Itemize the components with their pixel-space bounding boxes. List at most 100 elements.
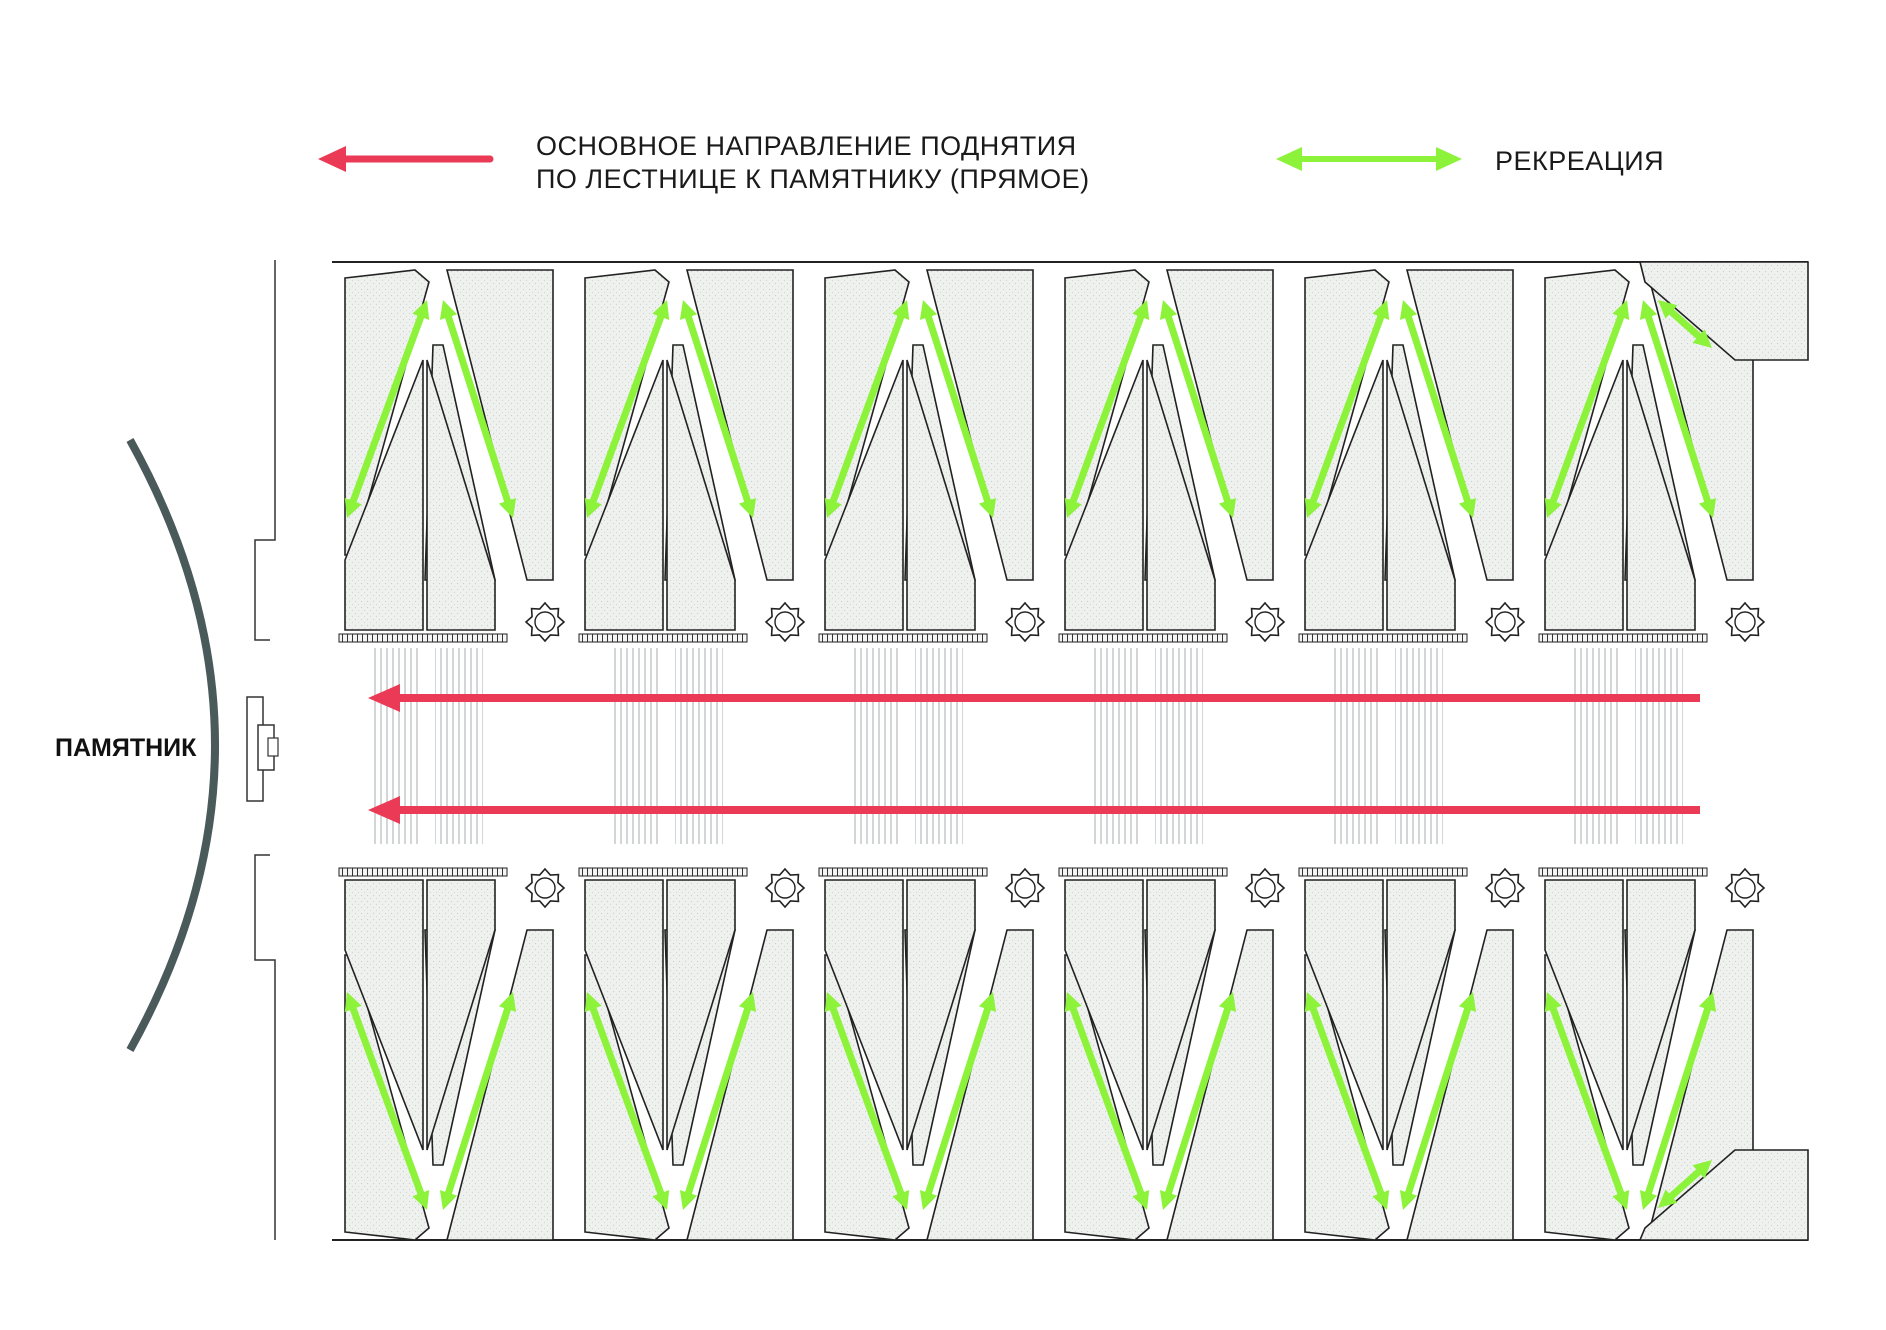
recreation-arrow-head xyxy=(652,1190,670,1210)
recreation-arrow-upper-right xyxy=(679,300,757,518)
legend-main-direction-line2: ПО ЛЕСТНИЦЕ К ПАМЯТНИКУ (ПРЯМОЕ) xyxy=(536,164,1090,194)
lower-lower-block-right xyxy=(1626,879,1696,1151)
recreation-arrow-head xyxy=(1639,300,1658,320)
recreation-arrow-upper-left xyxy=(1304,300,1390,518)
recreation-arrow-shaft xyxy=(1402,309,1474,509)
main-direction-arrow-lower xyxy=(368,796,1700,824)
upper-lower-block-right xyxy=(1626,359,1696,631)
upper-lower-block-right xyxy=(666,359,736,631)
lower-lower-block xyxy=(1064,879,1144,1151)
upper-tread-strip xyxy=(1538,633,1708,643)
recreation-arrow-head xyxy=(1658,1189,1678,1208)
recreation-arrow-lower-left xyxy=(1064,992,1150,1210)
recreation-arrow-head xyxy=(584,992,602,1012)
recreation-arrow-head xyxy=(978,992,997,1012)
column-lower xyxy=(524,867,566,909)
upper-tread-strip xyxy=(818,633,988,643)
column-upper xyxy=(764,601,806,643)
recreation-arrow-head xyxy=(498,992,517,1012)
lower-tread-strip xyxy=(1058,867,1228,877)
recreation-arrow-head xyxy=(1132,1190,1150,1210)
monument: ПАМЯТНИК xyxy=(55,260,279,1240)
recreation-arrow-shaft xyxy=(1162,309,1234,509)
recreation-arrow-lower-right xyxy=(1639,992,1717,1210)
recreation-arrow-head xyxy=(1612,1190,1630,1210)
recreation-arrow-head xyxy=(1064,498,1082,518)
stairs-right xyxy=(915,648,963,844)
column-core xyxy=(1734,877,1756,899)
recreation-arrow-shaft xyxy=(442,1001,514,1201)
recreation-arrow-head xyxy=(1064,992,1082,1012)
recreation-arrow-shaft xyxy=(1547,308,1627,510)
recreation-arrow-head xyxy=(439,300,458,320)
recreation-arrow-head xyxy=(1159,1190,1178,1210)
recreation-arrow-head xyxy=(738,498,757,518)
recreation-arrow-head xyxy=(1612,300,1630,320)
recreation-arrow-upper-right xyxy=(1159,300,1237,518)
column-core xyxy=(1734,611,1756,633)
upper-lower-block xyxy=(824,359,904,631)
column-lower xyxy=(1724,867,1766,909)
recreation-arrow-shaft xyxy=(827,308,907,510)
column-lower xyxy=(1004,867,1046,909)
recreation-arrow-lower-right xyxy=(439,992,517,1210)
upper-lower-block-right xyxy=(906,359,976,631)
recreation-arrow-shaft xyxy=(682,309,754,509)
column-lower xyxy=(1484,867,1526,909)
recreation-arrow-head xyxy=(892,1190,910,1210)
column-core xyxy=(774,877,796,899)
recreation-arrow-head xyxy=(1544,992,1562,1012)
lower-tread-strip xyxy=(1538,867,1708,877)
column-core xyxy=(1014,611,1036,633)
upper-tread-strip xyxy=(1058,633,1228,643)
recreation-arrow-shaft xyxy=(1663,1164,1707,1204)
recreation-arrow-head xyxy=(1458,498,1477,518)
upper-lower-block-right xyxy=(1146,359,1216,631)
recreation-arrow-shaft xyxy=(347,308,427,510)
column-core xyxy=(774,611,796,633)
recreation-arrow-shaft xyxy=(1067,308,1147,510)
recreation-arrow-head xyxy=(498,498,517,518)
recreation-arrow-head xyxy=(919,1190,938,1210)
upper-lower-block xyxy=(584,359,664,631)
recreation-arrow-head xyxy=(1698,498,1717,518)
recreation-arrow-head xyxy=(1458,992,1477,1012)
recreation-arrow-head xyxy=(824,498,842,518)
recreation-arrow-head xyxy=(1372,300,1390,320)
monument-arc xyxy=(126,438,219,1052)
recreation-arrow-head xyxy=(1304,992,1322,1012)
lower-lower-block-right xyxy=(426,879,496,1151)
recreation-arrows xyxy=(344,300,1717,1210)
monument-statue xyxy=(267,737,279,757)
recreation-arrow-head xyxy=(738,992,757,1012)
recreation-arrow-shaft xyxy=(347,1000,427,1202)
recreation-arrow-head xyxy=(439,1190,458,1210)
stairs-left xyxy=(610,648,658,844)
recreation-arrow-head xyxy=(892,300,910,320)
boundary-wall-line xyxy=(254,260,276,1240)
column-upper xyxy=(1244,601,1286,643)
recreation-arrow-shaft xyxy=(1067,1000,1147,1202)
column-core xyxy=(1254,611,1276,633)
upper-tread-strip xyxy=(1298,633,1468,643)
lower-tread-strip xyxy=(338,867,508,877)
recreation-arrow-head xyxy=(1544,498,1562,518)
green-double-arrow-icon xyxy=(1276,147,1462,171)
lower-lower-block xyxy=(824,879,904,1151)
recreation-arrow-shaft xyxy=(682,1001,754,1201)
stairs-right xyxy=(1395,648,1443,844)
recreation-arrow-head xyxy=(679,1190,698,1210)
stairs-right xyxy=(1155,648,1203,844)
recreation-arrow-lower-right xyxy=(919,992,997,1210)
recreation-arrow-lower-left xyxy=(1304,992,1390,1210)
recreation-arrow-head xyxy=(412,300,430,320)
lower-lower-block xyxy=(344,879,424,1151)
recreation-arrow-end-upper xyxy=(1658,300,1712,348)
recreation-arrow-shaft xyxy=(587,1000,667,1202)
main-direction-arrows xyxy=(368,684,1700,824)
recreation-arrow-upper-left xyxy=(824,300,910,518)
upper-lower-block-right xyxy=(1386,359,1456,631)
column-upper xyxy=(1004,601,1046,643)
recreation-arrow-head xyxy=(412,1190,430,1210)
